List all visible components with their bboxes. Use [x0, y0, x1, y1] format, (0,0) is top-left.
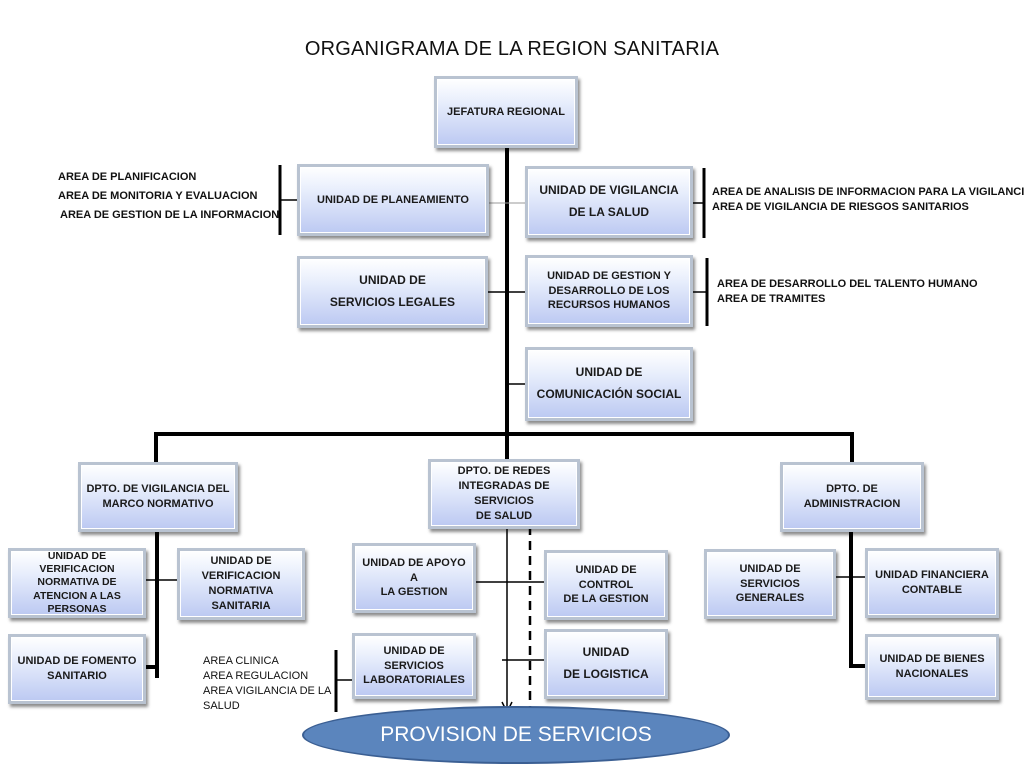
box-dpto-administracion: DPTO. DE ADMINISTRACION — [780, 462, 924, 532]
notes-rrhh: AREA DE DESARROLLO DEL TALENTO HUMANO AR… — [717, 277, 978, 307]
box-dpto-vigilancia-marco-normativo: DPTO. DE VIGILANCIA DEL MARCO NORMATIVO — [78, 462, 238, 532]
notes-laboratorio: AREA CLINICA AREA REGULACION AREA VIGILA… — [203, 654, 338, 714]
note-area-tramites: AREA DE TRAMITES — [717, 293, 826, 305]
note-area-riesgos: AREA DE VIGILANCIA DE RIESGOS SANITARIOS — [712, 201, 969, 213]
box-unidad-recursos-humanos: UNIDAD DE GESTION Y DESARROLLO DE LOS RE… — [525, 255, 693, 327]
box-unidad-servicios-legales: UNIDAD DE SERVICIOS LEGALES — [297, 256, 488, 328]
box-unidad-servicios-laboratoriales: UNIDAD DE SERVICIOS LABORATORIALES — [352, 633, 476, 699]
box-unidad-planeamiento: UNIDAD DE PLANEAMIENTO — [297, 164, 489, 236]
box-unidad-servicios-generales: UNIDAD DE SERVICIOS GENERALES — [704, 549, 836, 619]
box-unidad-logistica: UNIDAD DE LOGISTICA — [544, 629, 668, 699]
box-unidad-control-gestion: UNIDAD DE CONTROL DE LA GESTION — [544, 550, 668, 620]
note-area-vigilancia-salud: AREA VIGILANCIA DE LA SALUD — [203, 685, 331, 712]
box-unidad-vigilancia-salud: UNIDAD DE VIGILANCIA DE LA SALUD — [525, 166, 693, 238]
box-unidad-verificacion-sanitaria: UNIDAD DE VERIFICACION NORMATIVA SANITAR… — [177, 548, 305, 620]
box-unidad-verificacion-atencion: UNIDAD DE VERIFICACION NORMATIVA DE ATEN… — [8, 548, 146, 618]
note-area-gestion-informacion: AREA DE GESTION DE LA INFORMACION — [60, 209, 280, 221]
box-unidad-comunicacion-social: UNIDAD DE COMUNICACIÓN SOCIAL — [525, 347, 693, 421]
provision-servicios-label: PROVISION DE SERVICIOS — [380, 723, 652, 746]
box-unidad-apoyo-gestion: UNIDAD DE APOYO A LA GESTION — [352, 543, 476, 613]
note-area-talento: AREA DE DESARROLLO DEL TALENTO HUMANO — [717, 278, 978, 290]
note-area-planificacion: AREA DE PLANIFICACION — [58, 171, 197, 183]
notes-planeamiento: AREA DE PLANIFICACION AREA DE MONITORIA … — [58, 168, 279, 225]
page-title: ORGANIGRAMA DE LA REGION SANITARIA — [304, 38, 720, 60]
note-area-analisis: AREA DE ANALISIS DE INFORMACION PARA LA … — [712, 186, 1024, 198]
box-unidad-fomento-sanitario: UNIDAD DE FOMENTO SANITARIO — [8, 634, 146, 704]
box-unidad-bienes-nacionales: UNIDAD DE BIENES NACIONALES — [865, 634, 999, 700]
notes-vigilancia: AREA DE ANALISIS DE INFORMACION PARA LA … — [712, 185, 1024, 215]
box-unidad-financiera-contable: UNIDAD FINANCIERA CONTABLE — [865, 548, 999, 618]
box-jefatura-regional: JEFATURA REGIONAL — [434, 76, 578, 148]
note-area-monitoria: AREA DE MONITORIA Y EVALUACION — [58, 190, 258, 202]
note-area-regulacion: AREA REGULACION — [203, 670, 309, 682]
box-dpto-redes-integradas: DPTO. DE REDES INTEGRADAS DE SERVICIOS D… — [428, 459, 580, 529]
note-area-clinica: AREA CLINICA — [203, 655, 279, 667]
provision-servicios-ellipse: PROVISION DE SERVICIOS — [302, 706, 730, 764]
